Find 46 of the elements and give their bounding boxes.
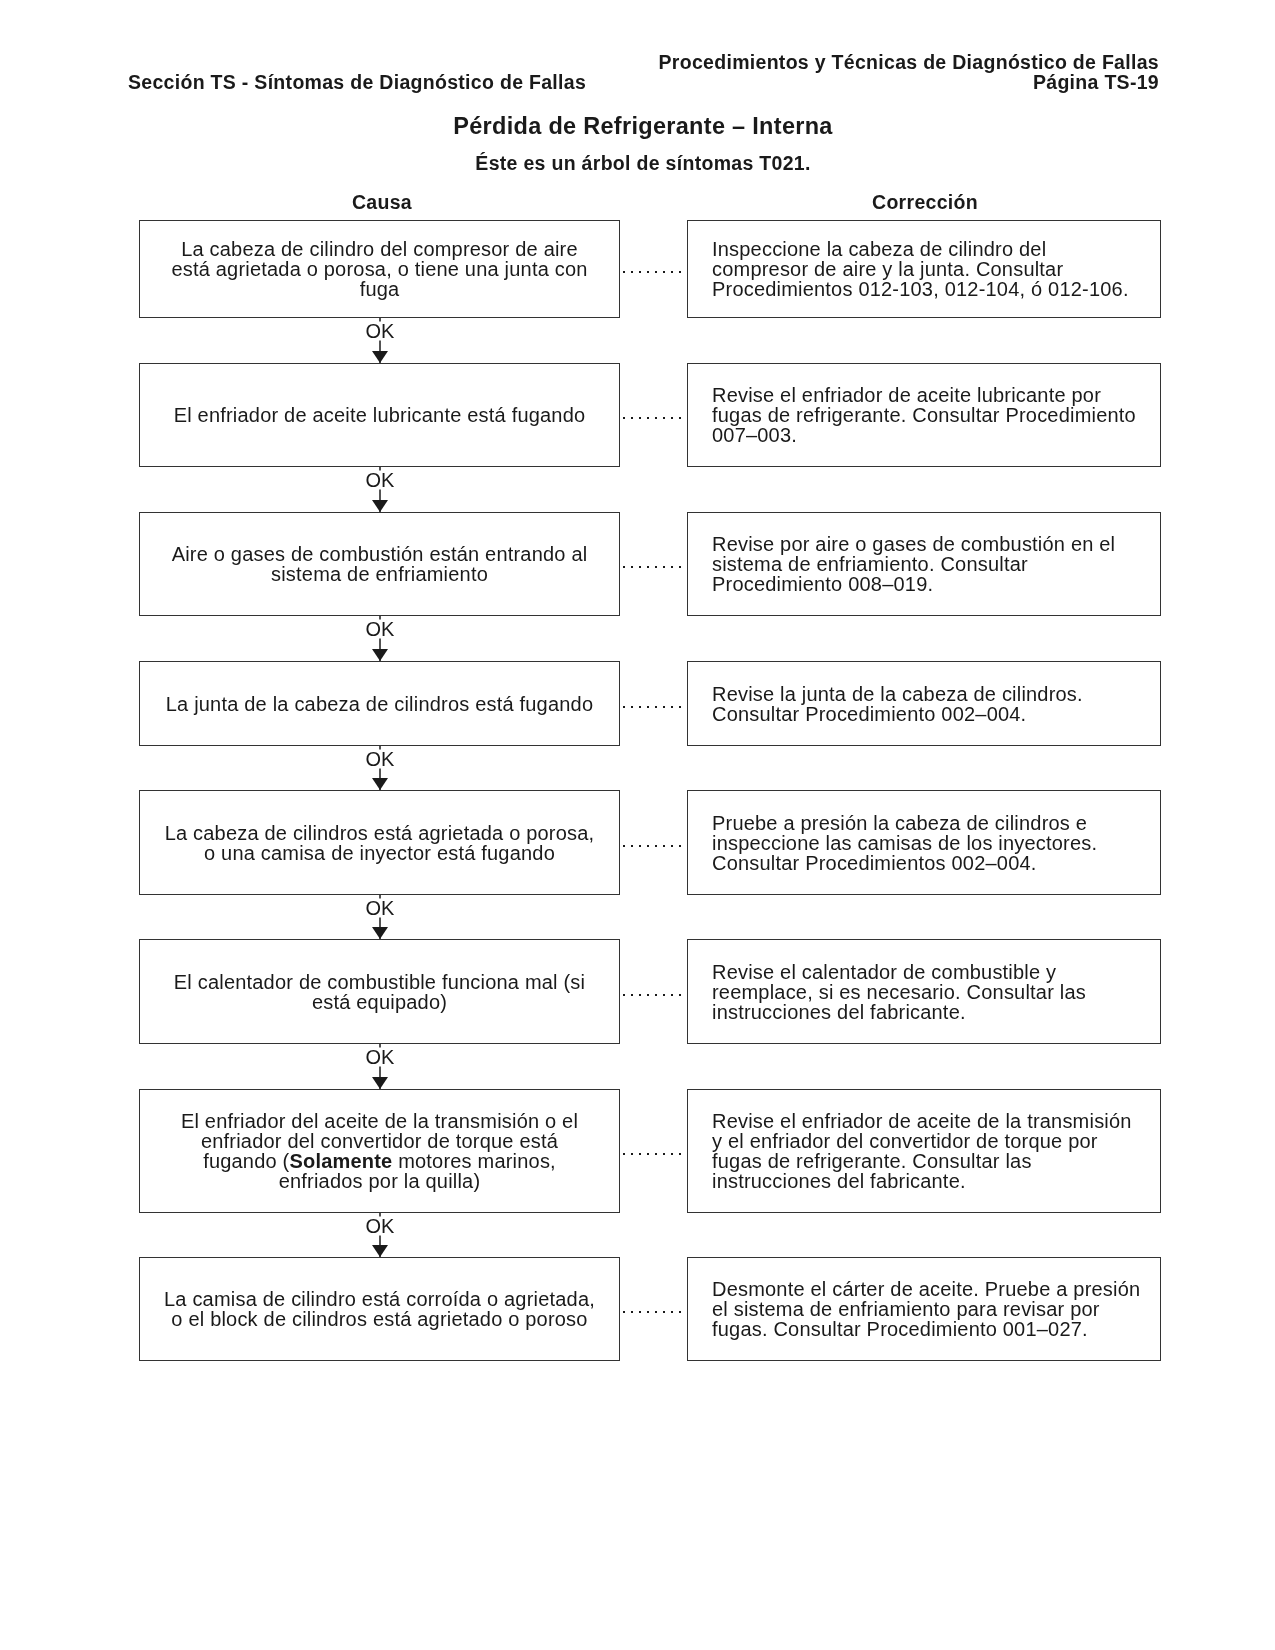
box-text: La camisa de cilindro está corroída o agrietada, o el block de cilindros está agrietado o poroso	[163, 1289, 596, 1329]
correction-box	[687, 512, 1161, 616]
cause-box	[139, 363, 620, 467]
edge-label: OK	[363, 1047, 397, 1067]
cause-box	[139, 1257, 620, 1361]
correction-box	[687, 939, 1161, 1044]
box-text: Desmonte el cárter de aceite. Pruebe a presión el sistema de enfriamiento para revisar por fugas. Consultar Procedimiento 001–027.	[712, 1279, 1142, 1339]
cause-box	[139, 220, 620, 318]
column-heading: Corrección	[872, 191, 978, 213]
correction-box	[687, 1257, 1161, 1361]
box-text: Revise la junta de la cabeza de cilindros. Consultar Procedimiento 002–004.	[712, 683, 1084, 724]
box-text: La cabeza de cilindro del compresor de aire está agrietada o porosa, o tiene una junta con fuga	[170, 239, 589, 299]
cause-box	[139, 512, 620, 616]
box-text: Aire o gases de combustión están entrando al sistema de enfriamiento	[170, 544, 589, 584]
box-text: Revise el enfriador de aceite lubricante por fugas de refrigerante. Consultar Procedimiento 007–003.	[712, 385, 1137, 445]
box-text: Revise el enfriador de aceite de la transmisión y el enfriador del convertidor de torque por fugas de refrigerante. Consultar las instrucciones del fabricante.	[712, 1111, 1133, 1191]
box-text: El enfriador de aceite lubricante está fugando	[173, 405, 586, 425]
edge-label: OK	[363, 321, 397, 341]
header-text: Procedimientos y Técnicas de Diagnóstico de Fallas	[658, 51, 1159, 73]
correction-box	[687, 363, 1161, 467]
edge-label: OK	[363, 749, 397, 769]
header-text: Sección TS - Síntomas de Diagnóstico de Fallas	[128, 71, 587, 93]
cause-box	[139, 790, 620, 895]
correction-box	[687, 220, 1161, 318]
box-text: Revise por aire o gases de combustión en el sistema de enfriamiento. Consultar Procedimiento 008–019.	[712, 534, 1117, 594]
edge-label: OK	[363, 1216, 397, 1236]
cause-box	[139, 661, 620, 746]
box-text: El calentador de combustible funciona mal (si está equipado)	[172, 971, 587, 1012]
edge-label: OK	[363, 898, 397, 918]
box-text: La junta de la cabeza de cilindros está fugando	[165, 693, 594, 714]
page-number: Página TS-19	[1032, 71, 1159, 93]
edge-label: OK	[363, 470, 397, 490]
correction-box	[687, 1089, 1161, 1213]
column-heading: Causa	[352, 191, 412, 213]
page-title: Pérdida de Refrigerante – Interna	[453, 113, 833, 140]
cause-box	[139, 1089, 620, 1213]
cause-box	[139, 939, 620, 1044]
edge-label: OK	[363, 619, 397, 639]
correction-box	[687, 790, 1161, 895]
box-text: Inspeccione la cabeza de cilindro del compresor de aire y la junta. Consultar Procedimientos 012-103, 012-104, ó 012-106.	[712, 239, 1130, 299]
subtitle: Éste es un árbol de síntomas T021.	[475, 152, 811, 174]
box-text: Revise el calentador de combustible y reemplace, si es necesario. Consultar las instrucciones del fabricante.	[712, 961, 1087, 1022]
box-text: El enfriador del aceite de la transmisión o el enfriador del convertidor de torque está fugando (Solamente motores marinos, enfriados por la quilla)	[179, 1111, 580, 1191]
box-text: Pruebe a presión la cabeza de cilindros e inspeccione las camisas de los inyectores. Consultar Procedimientos 002–004.	[712, 812, 1099, 873]
box-text: La cabeza de cilindros está agrietada o porosa, o una camisa de inyector está fugando	[163, 822, 596, 863]
correction-box	[687, 661, 1161, 746]
